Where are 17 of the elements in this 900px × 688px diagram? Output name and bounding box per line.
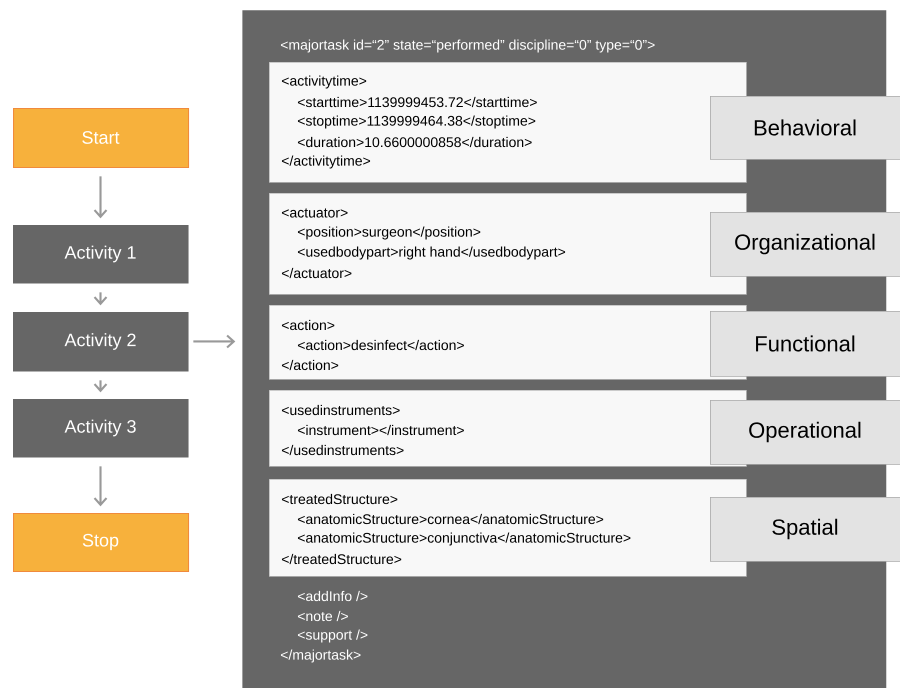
arrow <box>94 176 108 218</box>
category-box: Operational <box>710 400 900 465</box>
arrow <box>193 334 236 348</box>
code-box: <usedinstruments> <instrument></instrument> </usedinstruments> <box>269 390 747 467</box>
code-box: <treatedStructure> <anatomicStructure>cornea</anatomicStructure> <anatomicStructure>conjunctiva</anatomicStructure> </treatedStructure> <box>269 479 747 577</box>
terminal-box: Stop <box>13 513 190 572</box>
category-box: Organizational <box>710 212 900 277</box>
arrow <box>94 466 108 506</box>
code-box: <action> <action>desinfect</action> </action> <box>269 305 747 380</box>
activity-box: Activity 1 <box>13 225 189 284</box>
terminal-box: Start <box>13 108 190 168</box>
category-box: Functional <box>710 311 900 377</box>
activity-box: Activity 3 <box>13 399 189 458</box>
activity-box: Activity 2 <box>13 312 189 372</box>
category-box: Behavioral <box>710 96 900 160</box>
category-box: Spatial <box>710 497 900 562</box>
code-box: <activitytime> <starttime>1139999453.72</starttime> <stoptime>1139999464.38</stoptime> <duration>10.6600000858</duration> </activitytime> <box>269 62 747 183</box>
